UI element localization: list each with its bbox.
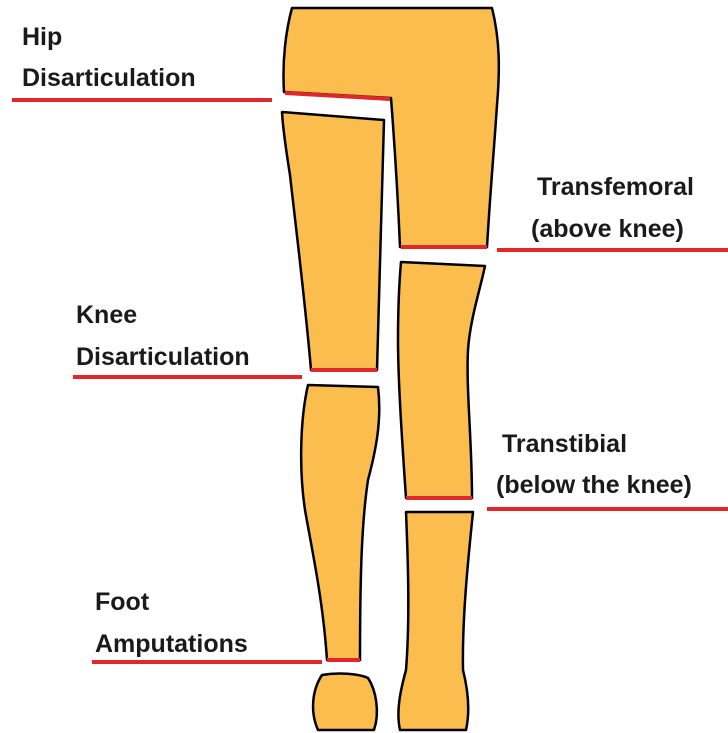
transfemoral-label-line1: Transfemoral [537,173,694,201]
hip-label-line2: Disarticulation [22,64,196,92]
transtibial-label-line1: Transtibial [502,430,627,458]
right-lower-leg [398,262,485,498]
right-foot-and-ankle [398,512,473,730]
left-thigh [282,112,384,370]
knee-label-line2: Disarticulation [76,343,250,371]
hip-label-line1: Hip [22,23,62,51]
transfemoral-label-line2: (above knee) [531,215,684,243]
transtibial-label-line2: (below the knee) [496,471,692,499]
foot-label-line2: Amputations [95,630,248,658]
foot-label-line1: Foot [95,588,150,616]
knee-label-line1: Knee [76,301,137,329]
left-foot [313,674,377,730]
left-lower-leg [301,385,379,660]
